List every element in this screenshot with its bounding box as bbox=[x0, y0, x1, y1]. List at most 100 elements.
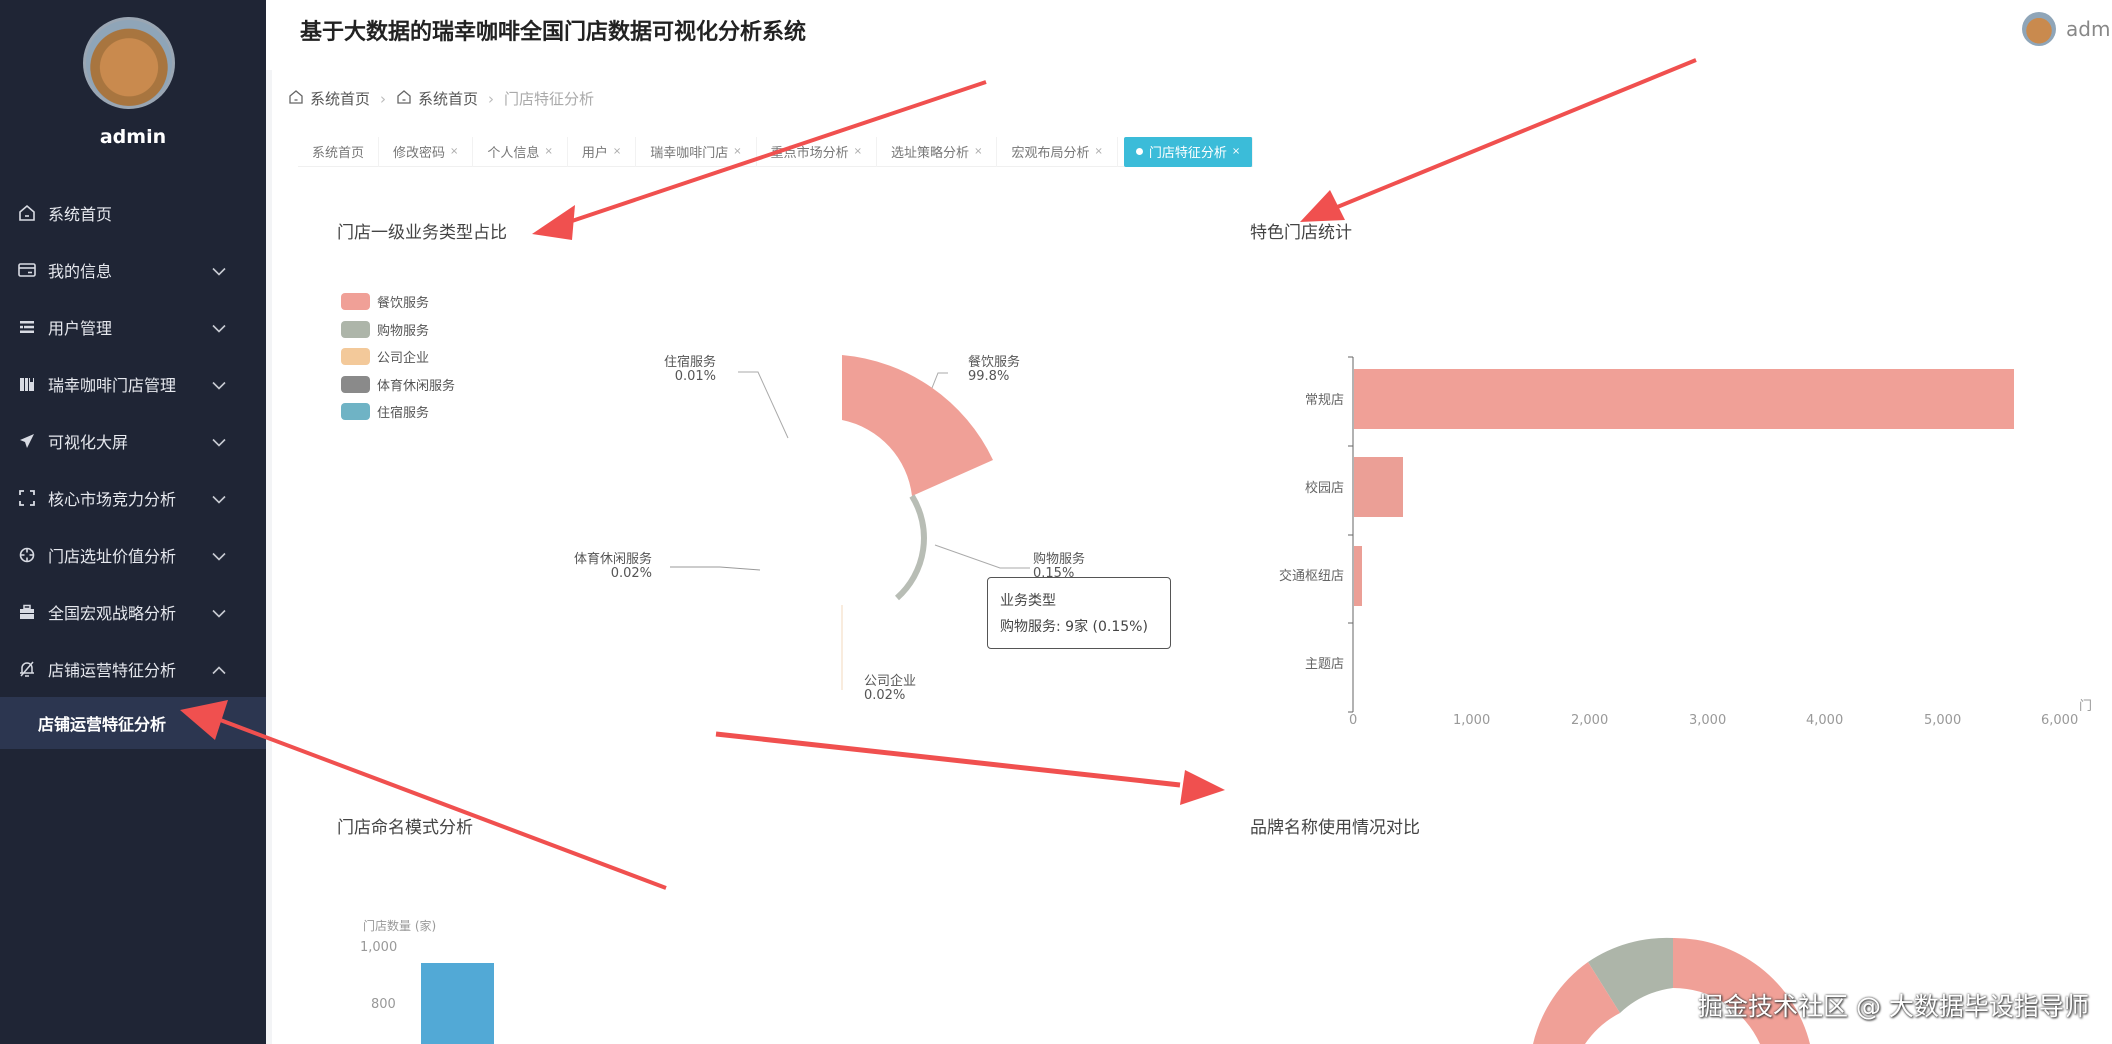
header-username[interactable]: admin bbox=[2066, 17, 2112, 41]
sidebar-item-macro-strategy[interactable]: 全国宏观战略分析 bbox=[0, 583, 266, 640]
bar-category-label: 常规店 bbox=[1304, 393, 1344, 408]
x-tick: 1,000 bbox=[1453, 713, 1491, 728]
close-icon[interactable]: × bbox=[544, 146, 553, 157]
legend-swatch bbox=[341, 293, 370, 311]
close-icon[interactable]: × bbox=[853, 146, 863, 157]
sidebar-item-dashboard[interactable]: 可视化大屏 bbox=[0, 412, 266, 469]
chevron-down-icon bbox=[212, 488, 226, 507]
chevron-up-icon bbox=[212, 659, 226, 678]
list-icon bbox=[16, 316, 38, 338]
building-icon bbox=[16, 373, 38, 395]
x-tick: 5,000 bbox=[1924, 713, 1962, 728]
tab-bar: 系统首页 修改密码× 个人信息× 用户× 瑞幸咖啡门店× 重点市场分析× 选址策… bbox=[298, 136, 1254, 167]
chevron-down-icon bbox=[212, 374, 226, 393]
bar-category-label: 交通枢纽店 bbox=[1278, 569, 1344, 584]
home-icon bbox=[288, 89, 304, 109]
sidebar-item-label: 瑞幸咖啡门店管理 bbox=[48, 375, 177, 395]
sidebar-item-store-management[interactable]: 瑞幸咖啡门店管理 bbox=[0, 355, 266, 412]
sidebar-item-home[interactable]: 系统首页 bbox=[0, 184, 266, 241]
avatar[interactable] bbox=[83, 17, 175, 109]
fullscreen-icon bbox=[16, 487, 38, 509]
tab-personal-info[interactable]: 个人信息× bbox=[473, 136, 568, 167]
header-avatar[interactable] bbox=[2022, 12, 2056, 46]
breadcrumb: 系统首页 › 系统首页 › 门店特征分析 bbox=[288, 88, 594, 109]
sidebar-item-store-operation[interactable]: 店铺运营特征分析 bbox=[0, 640, 266, 697]
breadcrumb-current: 门店特征分析 bbox=[504, 90, 595, 108]
annotation-arrows bbox=[180, 58, 1697, 890]
tab-luckin-stores[interactable]: 瑞幸咖啡门店× bbox=[636, 136, 757, 167]
sidebar-item-label: 门店选址价值分析 bbox=[48, 546, 177, 566]
legend-item[interactable]: 住宿服务 bbox=[341, 398, 455, 426]
naming-pattern-bar-chart[interactable] bbox=[421, 963, 494, 1044]
legend-swatch bbox=[341, 320, 370, 338]
close-icon[interactable]: × bbox=[1094, 146, 1103, 157]
bell-off-icon bbox=[16, 658, 38, 680]
chart-title-naming-pattern: 门店命名模式分析 bbox=[337, 818, 473, 838]
sidebar-item-label: 用户管理 bbox=[48, 318, 113, 338]
breadcrumb-item-home[interactable]: 系统首页 bbox=[288, 88, 370, 109]
sidebar-item-site-value[interactable]: 门店选址价值分析 bbox=[0, 526, 266, 583]
pie-label-company: 公司企业 0.02% bbox=[864, 674, 917, 703]
close-icon[interactable]: × bbox=[450, 146, 459, 157]
crosshair-icon bbox=[16, 544, 38, 566]
sidebar-item-label: 店铺运营特征分析 bbox=[48, 660, 177, 680]
legend-swatch bbox=[341, 375, 370, 393]
chevron-down-icon bbox=[212, 545, 226, 564]
sidebar-item-label: 全国宏观战略分析 bbox=[48, 603, 177, 623]
breadcrumb-separator: › bbox=[380, 89, 387, 108]
x-tick: 3,000 bbox=[1689, 713, 1727, 728]
rose-chart[interactable] bbox=[670, 355, 1030, 690]
sidebar-item-core-market[interactable]: 核心市场竞力分析 bbox=[0, 469, 266, 526]
send-icon bbox=[16, 430, 38, 452]
chevron-down-icon bbox=[212, 260, 226, 279]
chevron-down-icon bbox=[212, 317, 226, 336]
sidebar-menu: 系统首页 我的信息 用户管理 瑞幸咖啡门店管理 可视化大屏 核心市场竞力分析 bbox=[0, 184, 266, 749]
chart-title-business-type: 门店一级业务类型占比 bbox=[337, 223, 507, 243]
brand-name-donut-chart[interactable] bbox=[1533, 937, 1810, 1044]
featured-store-bar-chart[interactable] bbox=[1348, 356, 2014, 713]
tab-change-password[interactable]: 修改密码× bbox=[379, 136, 474, 167]
x-tick: 2,000 bbox=[1571, 713, 1609, 728]
legend-swatch bbox=[341, 348, 370, 366]
sidebar-item-my-info[interactable]: 我的信息 bbox=[0, 241, 266, 298]
chart-legend: 餐饮服务 购物服务 公司企业 体育休闲服务 住宿服务 bbox=[341, 288, 455, 426]
tab-home[interactable]: 系统首页 bbox=[298, 136, 380, 167]
tab-site-strategy[interactable]: 选址策略分析× bbox=[877, 136, 998, 167]
tab-store-features[interactable]: 门店特征分析× bbox=[1123, 136, 1254, 167]
bar-category-label: 主题店 bbox=[1304, 657, 1344, 672]
page-title: 基于大数据的瑞幸咖啡全国门店数据可视化分析系统 bbox=[300, 20, 807, 45]
close-icon[interactable]: × bbox=[974, 146, 983, 157]
header-user-menu[interactable]: admin bbox=[2022, 12, 2112, 46]
main-content bbox=[266, 70, 2112, 1044]
y-tick: 800 bbox=[371, 997, 396, 1012]
sidebar-item-label: 我的信息 bbox=[48, 261, 113, 281]
y-tick: 1,000 bbox=[360, 940, 398, 955]
sidebar-username: admin bbox=[99, 126, 167, 148]
legend-item[interactable]: 体育休闲服务 bbox=[341, 371, 455, 399]
card-icon bbox=[16, 259, 38, 281]
close-icon[interactable]: × bbox=[1231, 146, 1241, 157]
x-axis-label: 门 bbox=[2079, 699, 2093, 714]
breadcrumb-item-home-2[interactable]: 系统首页 bbox=[396, 88, 478, 109]
sidebar: admin 系统首页 我的信息 用户管理 瑞幸咖啡门店管理 可视化大屏 bbox=[0, 0, 266, 1044]
chevron-down-icon bbox=[212, 431, 226, 450]
legend-item[interactable]: 公司企业 bbox=[341, 343, 455, 371]
tab-macro-layout[interactable]: 宏观布局分析× bbox=[997, 136, 1118, 167]
close-icon[interactable]: × bbox=[733, 146, 742, 157]
sidebar-item-user-management[interactable]: 用户管理 bbox=[0, 298, 266, 355]
y-axis-label: 门店数量 (家) bbox=[363, 919, 437, 933]
chart-tooltip: 业务类型 购物服务: 9家 (0.15%) bbox=[987, 577, 1171, 649]
legend-item[interactable]: 餐饮服务 bbox=[341, 288, 455, 316]
home-icon bbox=[16, 202, 38, 224]
sidebar-item-label: 系统首页 bbox=[48, 204, 113, 224]
briefcase-icon bbox=[16, 601, 38, 623]
tab-user[interactable]: 用户× bbox=[568, 136, 637, 167]
close-icon[interactable]: × bbox=[612, 146, 622, 157]
x-tick: 6,000 bbox=[2041, 713, 2079, 728]
legend-item[interactable]: 购物服务 bbox=[341, 316, 455, 344]
x-tick: 0 bbox=[1349, 713, 1358, 728]
bar-category-label: 校园店 bbox=[1304, 481, 1344, 496]
legend-swatch bbox=[341, 403, 370, 421]
breadcrumb-separator: › bbox=[488, 89, 495, 108]
home-icon bbox=[396, 89, 412, 109]
